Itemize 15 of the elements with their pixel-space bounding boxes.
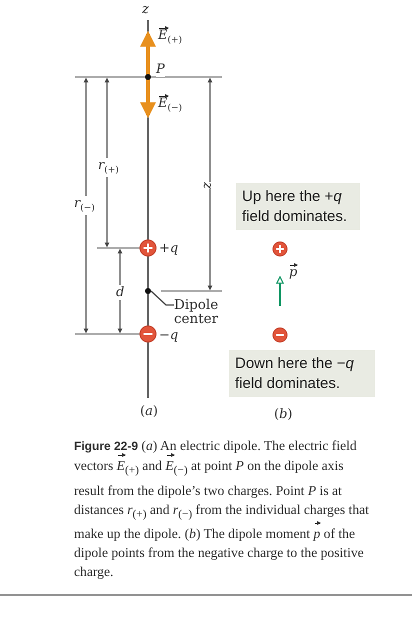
axis-label: r$_{(−)}$ — [74, 196, 95, 215]
axis-label: r$_{(+)}$ — [98, 158, 119, 177]
panel-label: (a) — [140, 404, 158, 419]
axis-label: E$_{(+)}$ — [158, 28, 182, 47]
panel-label: (b) — [274, 407, 292, 422]
leader-line — [150, 290, 174, 306]
note-box: Up here the +q field dominates. — [236, 183, 360, 230]
axis-label: +q — [159, 241, 178, 256]
note-box: Down here the −q field dominates. — [229, 350, 375, 397]
axis-label: d — [116, 285, 124, 300]
axis-label: E$_{(−)}$ — [158, 96, 182, 115]
axis-label: p — [289, 265, 298, 280]
center-dot — [145, 288, 151, 294]
axis-label: P — [156, 62, 165, 77]
figure-caption: Figure 22-9 (a) An electric dipole. The electric field vectors E$_{(+)}$ and E$_{(−)}$ at point P on the dipole axis result from the dipole’s two charges. Point P is at distances r$_{(+)}$ and r$_{(−)}$ from the individual charges that make up the dipole. (b) The dipole moment p of the dipole points from the negative charge to the positive charge. — [74, 437, 370, 582]
